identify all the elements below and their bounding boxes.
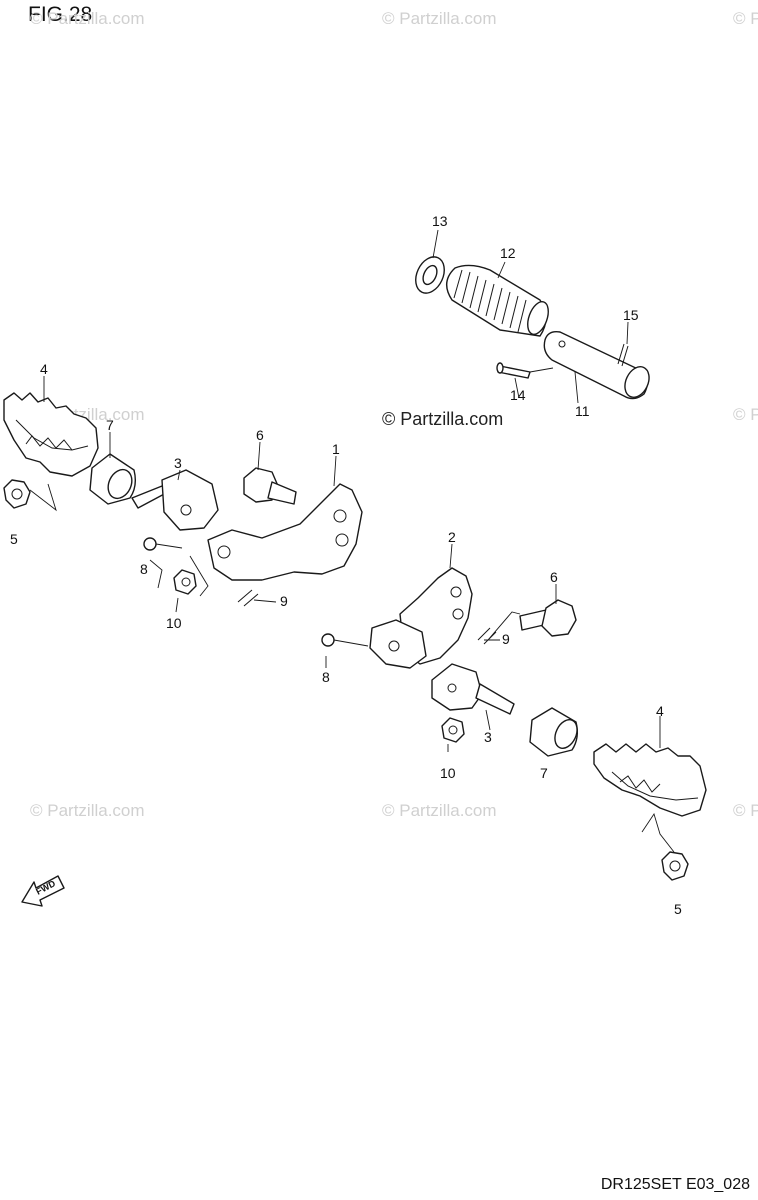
footrest-4-right: [593, 743, 707, 817]
bolt-6-right: [519, 599, 577, 637]
watermark-text: © Partzilla.com: [382, 9, 497, 28]
callout-4-left: 4: [40, 361, 48, 377]
bolt-6-left: [243, 467, 297, 505]
footrest-4-left: [3, 392, 99, 477]
callout-13: 13: [432, 213, 448, 229]
callout-1: 1: [332, 441, 340, 457]
callout-6-left: 6: [256, 427, 264, 443]
callout-9-left: 9: [280, 593, 288, 609]
footrest-shaft-11: [543, 330, 650, 400]
callout-10-left: 10: [166, 615, 182, 631]
clip-9-right: [477, 627, 497, 645]
pin-14: [496, 362, 531, 379]
callout-2: 2: [448, 529, 456, 545]
callout-3-left: 3: [174, 455, 182, 471]
clevis-pin-8-right: [321, 633, 369, 647]
figure-title: FIG.28: [28, 3, 93, 26]
callout-12: 12: [500, 245, 516, 261]
pivot-shaft-3-right: [431, 663, 515, 715]
cotter-pin-15: [617, 343, 629, 367]
callout-14: 14: [510, 387, 526, 403]
callout-6-right: 6: [550, 569, 558, 585]
nut-10-right: [441, 717, 465, 743]
nut-5-left: [3, 479, 31, 509]
pivot-3-right-upper: [369, 619, 427, 669]
pivot-shaft-3-left: [131, 469, 219, 531]
callout-7-right: 7: [540, 765, 548, 781]
figure-code: DR125SET E03_028: [600, 1176, 750, 1193]
callout-11: 11: [575, 403, 590, 419]
callout-3-right: 3: [484, 729, 492, 745]
watermark-main: © Partzilla.com: [382, 409, 503, 429]
footrest-bracket-1: [207, 483, 363, 581]
watermark-text: © Partzilla.com: [733, 9, 758, 28]
forward-arrow-icon: FWD: [21, 875, 65, 907]
watermark-text: © Partzilla.com: [733, 405, 758, 424]
callout-8-left: 8: [140, 561, 148, 577]
callout-4-right: 4: [656, 703, 664, 719]
rubber-grip-12: [446, 264, 549, 337]
callout-10-right: 10: [440, 765, 456, 781]
collar-7-right: [529, 707, 579, 757]
clevis-pin-8-left: [143, 537, 183, 551]
watermark-text: © Partzilla.com: [30, 801, 145, 820]
callout-15: 15: [623, 307, 639, 323]
collar-7-left: [89, 453, 137, 505]
clip-9-left: [237, 589, 259, 607]
callout-group: 13 12 15 14 11 4 7 6 1 3 5 8 9 10 2 6 9 …: [10, 213, 682, 917]
callout-9-right: 9: [502, 631, 510, 647]
nut-10-left: [173, 569, 197, 595]
nut-5-right: [661, 851, 689, 881]
callout-7-left: 7: [106, 417, 114, 433]
callout-8-right: 8: [322, 669, 330, 685]
watermark-text: © Partzilla.com: [382, 801, 497, 820]
callout-5-left: 5: [10, 531, 18, 547]
watermark-text: © Partzilla.com: [733, 801, 758, 820]
washer-13: [415, 256, 445, 294]
callout-5-right: 5: [674, 901, 682, 917]
watermark-text: © Partzilla.com: [30, 9, 145, 28]
